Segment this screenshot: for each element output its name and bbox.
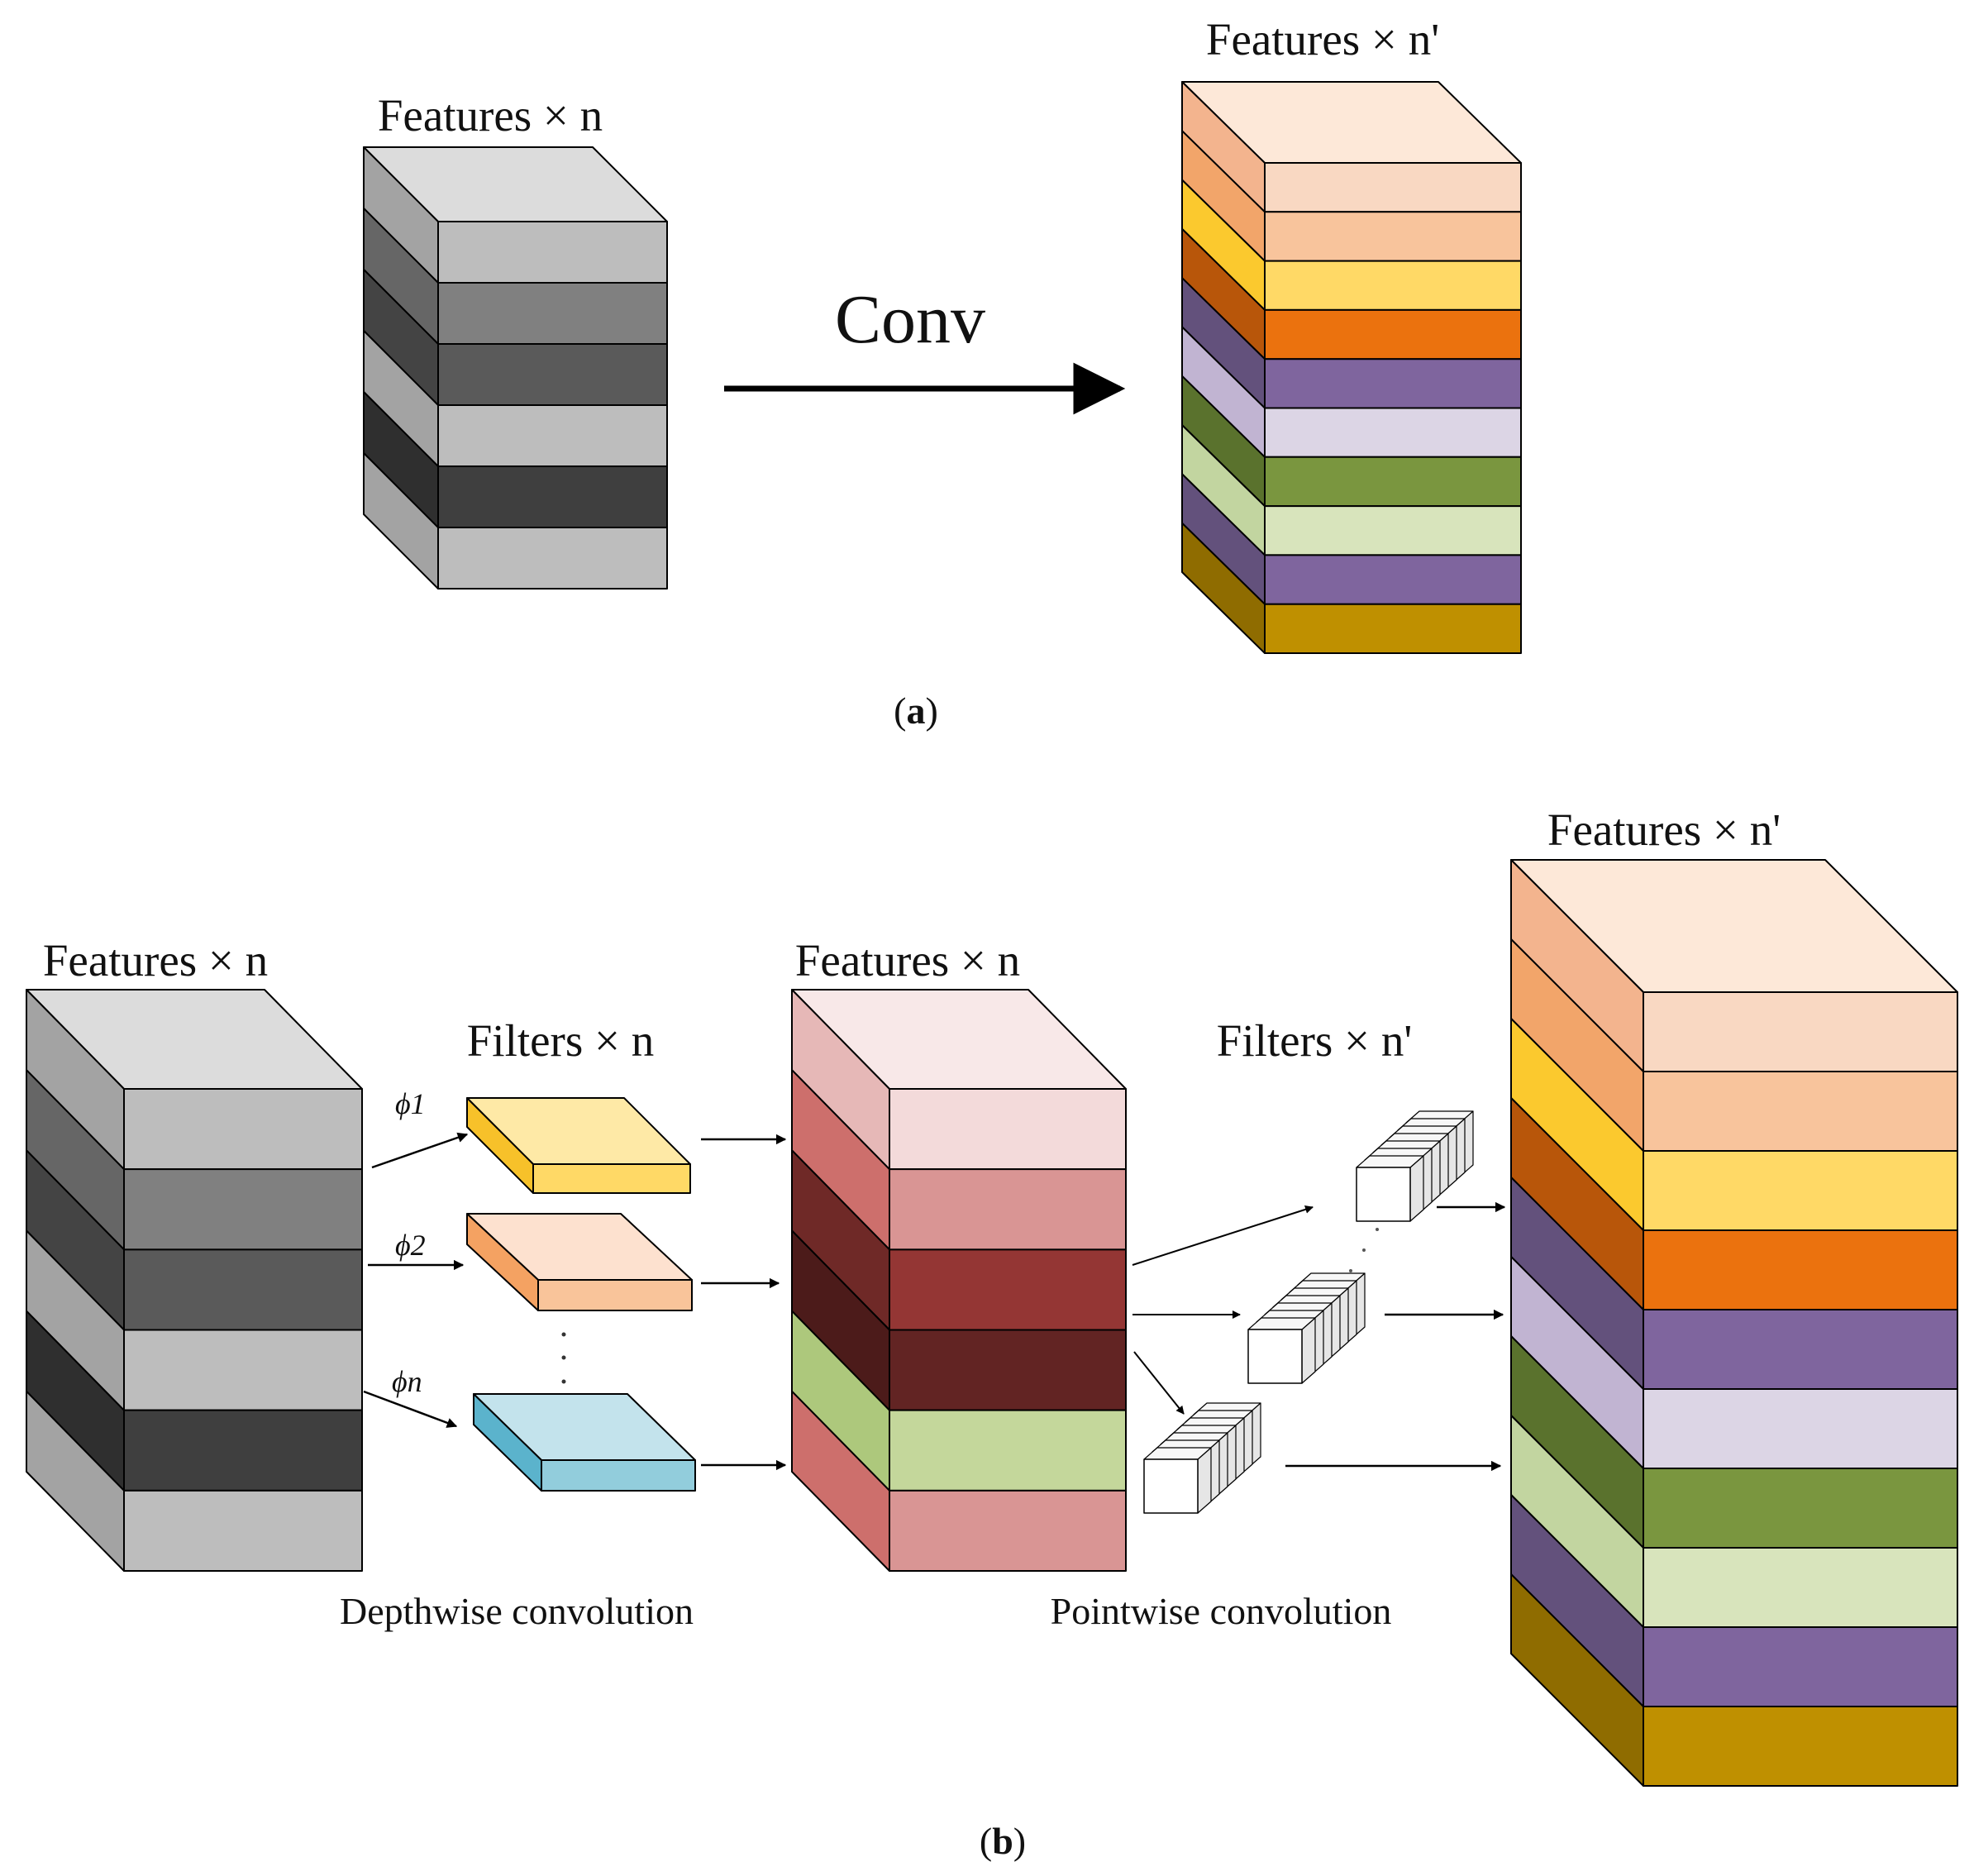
pointwise-convolution-label: Pointwise convolution — [1051, 1590, 1392, 1632]
depthwise-filter-2 — [466, 1213, 693, 1311]
panel-b-caption: (b) — [980, 1820, 1026, 1862]
b-input-front-layer — [123, 1489, 363, 1572]
b-input-front-layer — [123, 1168, 363, 1251]
pointwise-kernel-n — [1143, 1402, 1261, 1514]
b-output-front-layer — [1643, 1309, 1958, 1390]
panel-a-output-feature-block — [1181, 81, 1522, 654]
panel-a-caption: (a) — [894, 690, 938, 732]
filter-2-front-face — [537, 1279, 693, 1311]
a-input-front-layer — [437, 343, 668, 406]
panel-a-output-label: Features × n' — [1206, 14, 1439, 64]
panel-a: Features × n Conv Features × n' (a) — [363, 14, 1522, 732]
kernel-n-front — [1143, 1458, 1199, 1514]
a-output-front-layer — [1264, 603, 1522, 654]
panel-b-pointwise-filters-label: Filters × n' — [1217, 1015, 1413, 1066]
panel-b-output-feature-block — [1510, 859, 1958, 1787]
pointwise-kernel-1 — [1356, 1110, 1474, 1222]
arrow-mid-to-kernel-n — [1133, 1351, 1185, 1415]
a-input-front-layer — [437, 221, 668, 284]
a-input-front-layer — [437, 465, 668, 528]
phi-2-label: ϕ2 — [395, 1229, 426, 1262]
b-output-front-layer — [1643, 1706, 1958, 1787]
b-mid-front-layer — [889, 1409, 1127, 1492]
panel-b-output-label: Features × n' — [1547, 804, 1781, 855]
b-mid-front-layer — [889, 1489, 1127, 1572]
panel-b-depthwise-filters-label: Filters × n — [467, 1015, 655, 1066]
depthwise-convolution-label: Depthwise convolution — [340, 1590, 694, 1632]
b-output-front-layer — [1643, 1547, 1958, 1628]
b-output-front-layer — [1643, 1229, 1958, 1310]
a-output-front-layer — [1264, 162, 1522, 213]
pointwise-kernel-2 — [1247, 1272, 1366, 1384]
panel-b: Features × n Filters × n ϕ1 ϕ2 ϕn Featur… — [26, 804, 1958, 1862]
b-mid-front-layer — [889, 1248, 1127, 1331]
panel-b-input-feature-block — [26, 989, 363, 1572]
b-output-front-layer — [1643, 1468, 1958, 1549]
filter-n-front-face — [541, 1459, 696, 1492]
phi-1-label: ϕ1 — [395, 1087, 426, 1120]
kernel-1-front — [1356, 1167, 1411, 1222]
arrow-input-to-filter-n — [363, 1390, 458, 1428]
panel-b-mid-label: Features × n — [795, 935, 1020, 986]
b-mid-front-layer — [889, 1088, 1127, 1171]
filter-ellipsis-dots — [561, 1332, 566, 1384]
phi-n-label: ϕn — [392, 1365, 422, 1398]
b-mid-front-layer — [889, 1329, 1127, 1411]
arrow-mid-to-kernel-1 — [1132, 1205, 1314, 1266]
depthwise-filter-1 — [466, 1097, 691, 1194]
kernel-ellipsis-dots — [1349, 1228, 1379, 1272]
b-input-front-layer — [123, 1248, 363, 1331]
depthwise-filter-n — [473, 1393, 696, 1492]
panel-b-input-label: Features × n — [43, 935, 268, 986]
a-output-front-layer — [1264, 211, 1522, 262]
a-input-front-layer — [437, 404, 668, 467]
arrow-input-to-filter-1 — [371, 1132, 469, 1169]
b-output-front-layer — [1643, 1071, 1958, 1152]
panel-a-input-feature-block — [363, 146, 668, 590]
a-output-front-layer — [1264, 554, 1522, 605]
b-output-front-layer — [1643, 1150, 1958, 1231]
a-output-front-layer — [1264, 358, 1522, 409]
panel-a-conv-label: Conv — [835, 281, 985, 358]
a-output-front-layer — [1264, 456, 1522, 508]
b-input-front-layer — [123, 1088, 363, 1171]
b-input-front-layer — [123, 1409, 363, 1492]
a-input-front-layer — [437, 527, 668, 590]
a-output-front-layer — [1264, 407, 1522, 458]
b-output-front-layer — [1643, 991, 1958, 1072]
b-mid-front-layer — [889, 1168, 1127, 1251]
a-input-front-layer — [437, 282, 668, 345]
a-output-front-layer — [1264, 260, 1522, 311]
a-output-front-layer — [1264, 505, 1522, 556]
b-input-front-layer — [123, 1329, 363, 1411]
a-output-front-layer — [1264, 308, 1522, 360]
panel-a-input-label: Features × n — [378, 90, 603, 141]
kernel-2-front — [1247, 1329, 1303, 1384]
b-output-front-layer — [1643, 1388, 1958, 1469]
filter-1-front-face — [532, 1163, 691, 1194]
panel-b-intermediate-feature-block — [791, 989, 1127, 1572]
b-output-front-layer — [1643, 1626, 1958, 1707]
